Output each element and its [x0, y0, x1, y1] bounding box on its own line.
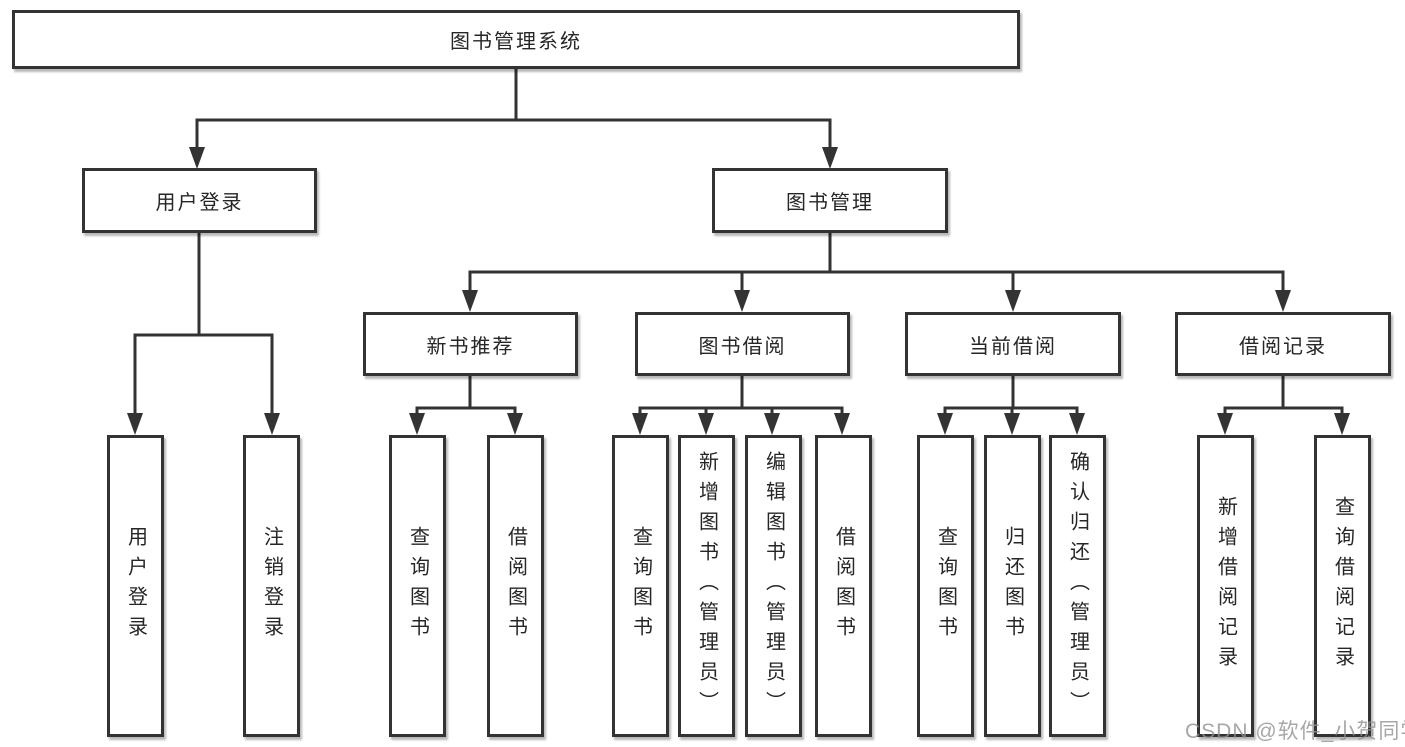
leaf-query-borrow-record: 查询借阅记录 — [1314, 435, 1371, 737]
csdn-watermark: CSDN @软件_小贺同学 — [1185, 720, 1405, 743]
leaf-label: 借阅图书 — [832, 526, 855, 646]
leaf-query-books-borrowing: 查询图书 — [612, 435, 669, 737]
node-book-borrowing: 图书借阅 — [635, 312, 850, 376]
leaf-edit-books-admin: 编辑图书（管理员） — [745, 435, 802, 737]
leaf-label: 查询图书 — [934, 526, 957, 646]
leaf-confirm-return-admin: 确认归还（管理员） — [1049, 435, 1106, 737]
node-book-management: 图书管理 — [712, 168, 948, 233]
leaf-label: 归还图书 — [1001, 526, 1024, 646]
leaf-label: 编辑图书（管理员） — [762, 451, 785, 721]
leaf-query-books-current: 查询图书 — [917, 435, 974, 737]
node-borrowing-records: 借阅记录 — [1175, 312, 1391, 376]
leaf-return-books: 归还图书 — [984, 435, 1041, 737]
node-current-borrowing: 当前借阅 — [905, 312, 1121, 376]
leaf-label: 用户登录 — [124, 526, 147, 646]
arrowhead-icons — [127, 147, 1350, 435]
node-new-book-recommendation: 新书推荐 — [363, 312, 578, 376]
leaf-add-borrow-record: 新增借阅记录 — [1197, 435, 1254, 737]
leaf-label: 注销登录 — [260, 526, 283, 646]
node-library-management-system: 图书管理系统 — [12, 10, 1020, 69]
leaf-logout-login: 注销登录 — [243, 435, 300, 737]
node-user-login: 用户登录 — [82, 168, 317, 233]
leaf-label: 借阅图书 — [504, 526, 527, 646]
leaf-borrow-books-recommend: 借阅图书 — [487, 435, 544, 737]
leaf-borrow-books: 借阅图书 — [815, 435, 872, 737]
leaf-label: 查询图书 — [629, 526, 652, 646]
leaf-label: 新增图书（管理员） — [695, 451, 718, 721]
leaf-add-books-admin: 新增图书（管理员） — [678, 435, 735, 737]
leaf-user-login: 用户登录 — [107, 435, 164, 737]
leaf-label: 确认归还（管理员） — [1066, 451, 1089, 721]
leaf-query-books-recommend: 查询图书 — [389, 435, 446, 737]
leaf-label: 查询借阅记录 — [1331, 496, 1354, 676]
leaf-label: 新增借阅记录 — [1214, 496, 1237, 676]
leaf-label: 查询图书 — [406, 526, 429, 646]
